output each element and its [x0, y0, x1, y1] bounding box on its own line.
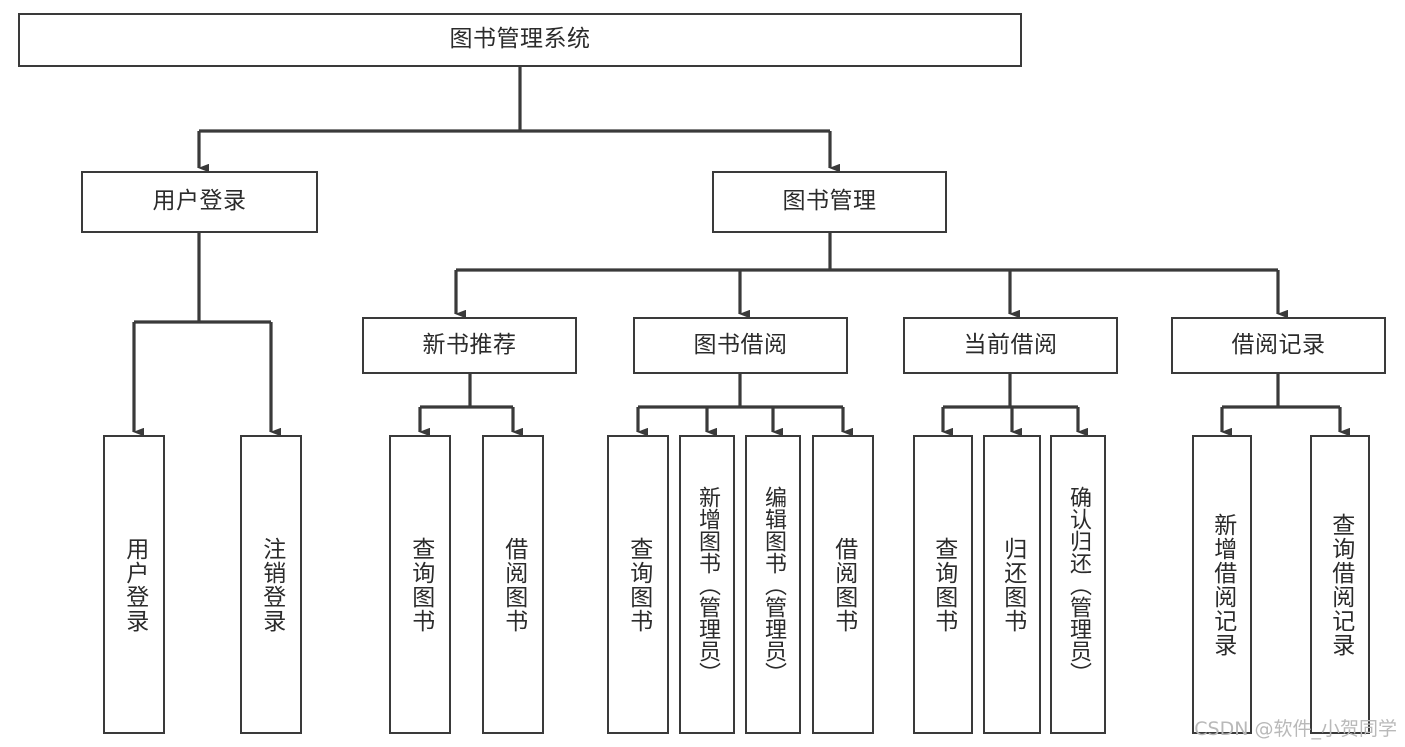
node-leaf-query-borrow-record-label: 查询借阅记录 [1327, 512, 1354, 657]
node-leaf-query-book-current-label: 查询图书 [930, 536, 957, 633]
node-leaf-user-login-label: 用户登录 [121, 536, 148, 633]
node-leaf-borrow-book-recommend[interactable]: 借阅图书 [482, 435, 544, 734]
node-leaf-add-borrow-record[interactable]: 新增借阅记录 [1192, 435, 1252, 734]
node-leaf-user-logout-label: 注销登录 [258, 536, 285, 633]
node-leaf-add-book-admin-label: 新增图书（管理员） [695, 485, 720, 684]
node-current-borrow[interactable]: 当前借阅 [903, 317, 1118, 374]
node-root-label: 图书管理系统 [449, 26, 591, 53]
node-new-book-recommend-label: 新书推荐 [422, 331, 517, 358]
node-leaf-edit-book-admin-label: 编辑图书（管理员） [761, 485, 786, 684]
node-leaf-return-book-label: 归还图书 [999, 536, 1026, 633]
node-user-login[interactable]: 用户登录 [81, 171, 318, 233]
node-leaf-user-logout[interactable]: 注销登录 [240, 435, 302, 734]
node-leaf-edit-book-admin[interactable]: 编辑图书（管理员） [745, 435, 801, 734]
csdn-watermark: CSDN @软件_小贺同学 [1194, 718, 1397, 740]
node-leaf-borrow-book-label: 借阅图书 [830, 536, 857, 633]
node-leaf-query-book-recommend-label: 查询图书 [407, 536, 434, 633]
node-book-management[interactable]: 图书管理 [712, 171, 947, 233]
node-leaf-query-borrow-record[interactable]: 查询借阅记录 [1310, 435, 1370, 734]
node-borrow-records-label: 借阅记录 [1231, 331, 1326, 358]
node-leaf-query-book-current[interactable]: 查询图书 [913, 435, 973, 734]
node-leaf-borrow-book[interactable]: 借阅图书 [812, 435, 874, 734]
node-user-login-label: 用户登录 [152, 188, 247, 215]
node-leaf-confirm-return-admin[interactable]: 确认归还（管理员） [1050, 435, 1106, 734]
node-book-borrow-label: 图书借阅 [693, 331, 788, 358]
node-root[interactable]: 图书管理系统 [18, 13, 1022, 67]
node-leaf-confirm-return-admin-label: 确认归还（管理员） [1066, 485, 1091, 684]
node-leaf-return-book[interactable]: 归还图书 [983, 435, 1041, 734]
node-leaf-query-book-borrow[interactable]: 查询图书 [607, 435, 669, 734]
node-book-management-label: 图书管理 [782, 188, 877, 215]
node-leaf-query-book-borrow-label: 查询图书 [625, 536, 652, 633]
node-current-borrow-label: 当前借阅 [963, 331, 1058, 358]
node-leaf-user-login[interactable]: 用户登录 [103, 435, 165, 734]
node-leaf-query-book-recommend[interactable]: 查询图书 [389, 435, 451, 734]
node-leaf-borrow-book-recommend-label: 借阅图书 [500, 536, 527, 633]
node-leaf-add-borrow-record-label: 新增借阅记录 [1209, 512, 1236, 657]
node-borrow-records[interactable]: 借阅记录 [1171, 317, 1386, 374]
node-new-book-recommend[interactable]: 新书推荐 [362, 317, 577, 374]
node-leaf-add-book-admin[interactable]: 新增图书（管理员） [679, 435, 735, 734]
node-book-borrow[interactable]: 图书借阅 [633, 317, 848, 374]
